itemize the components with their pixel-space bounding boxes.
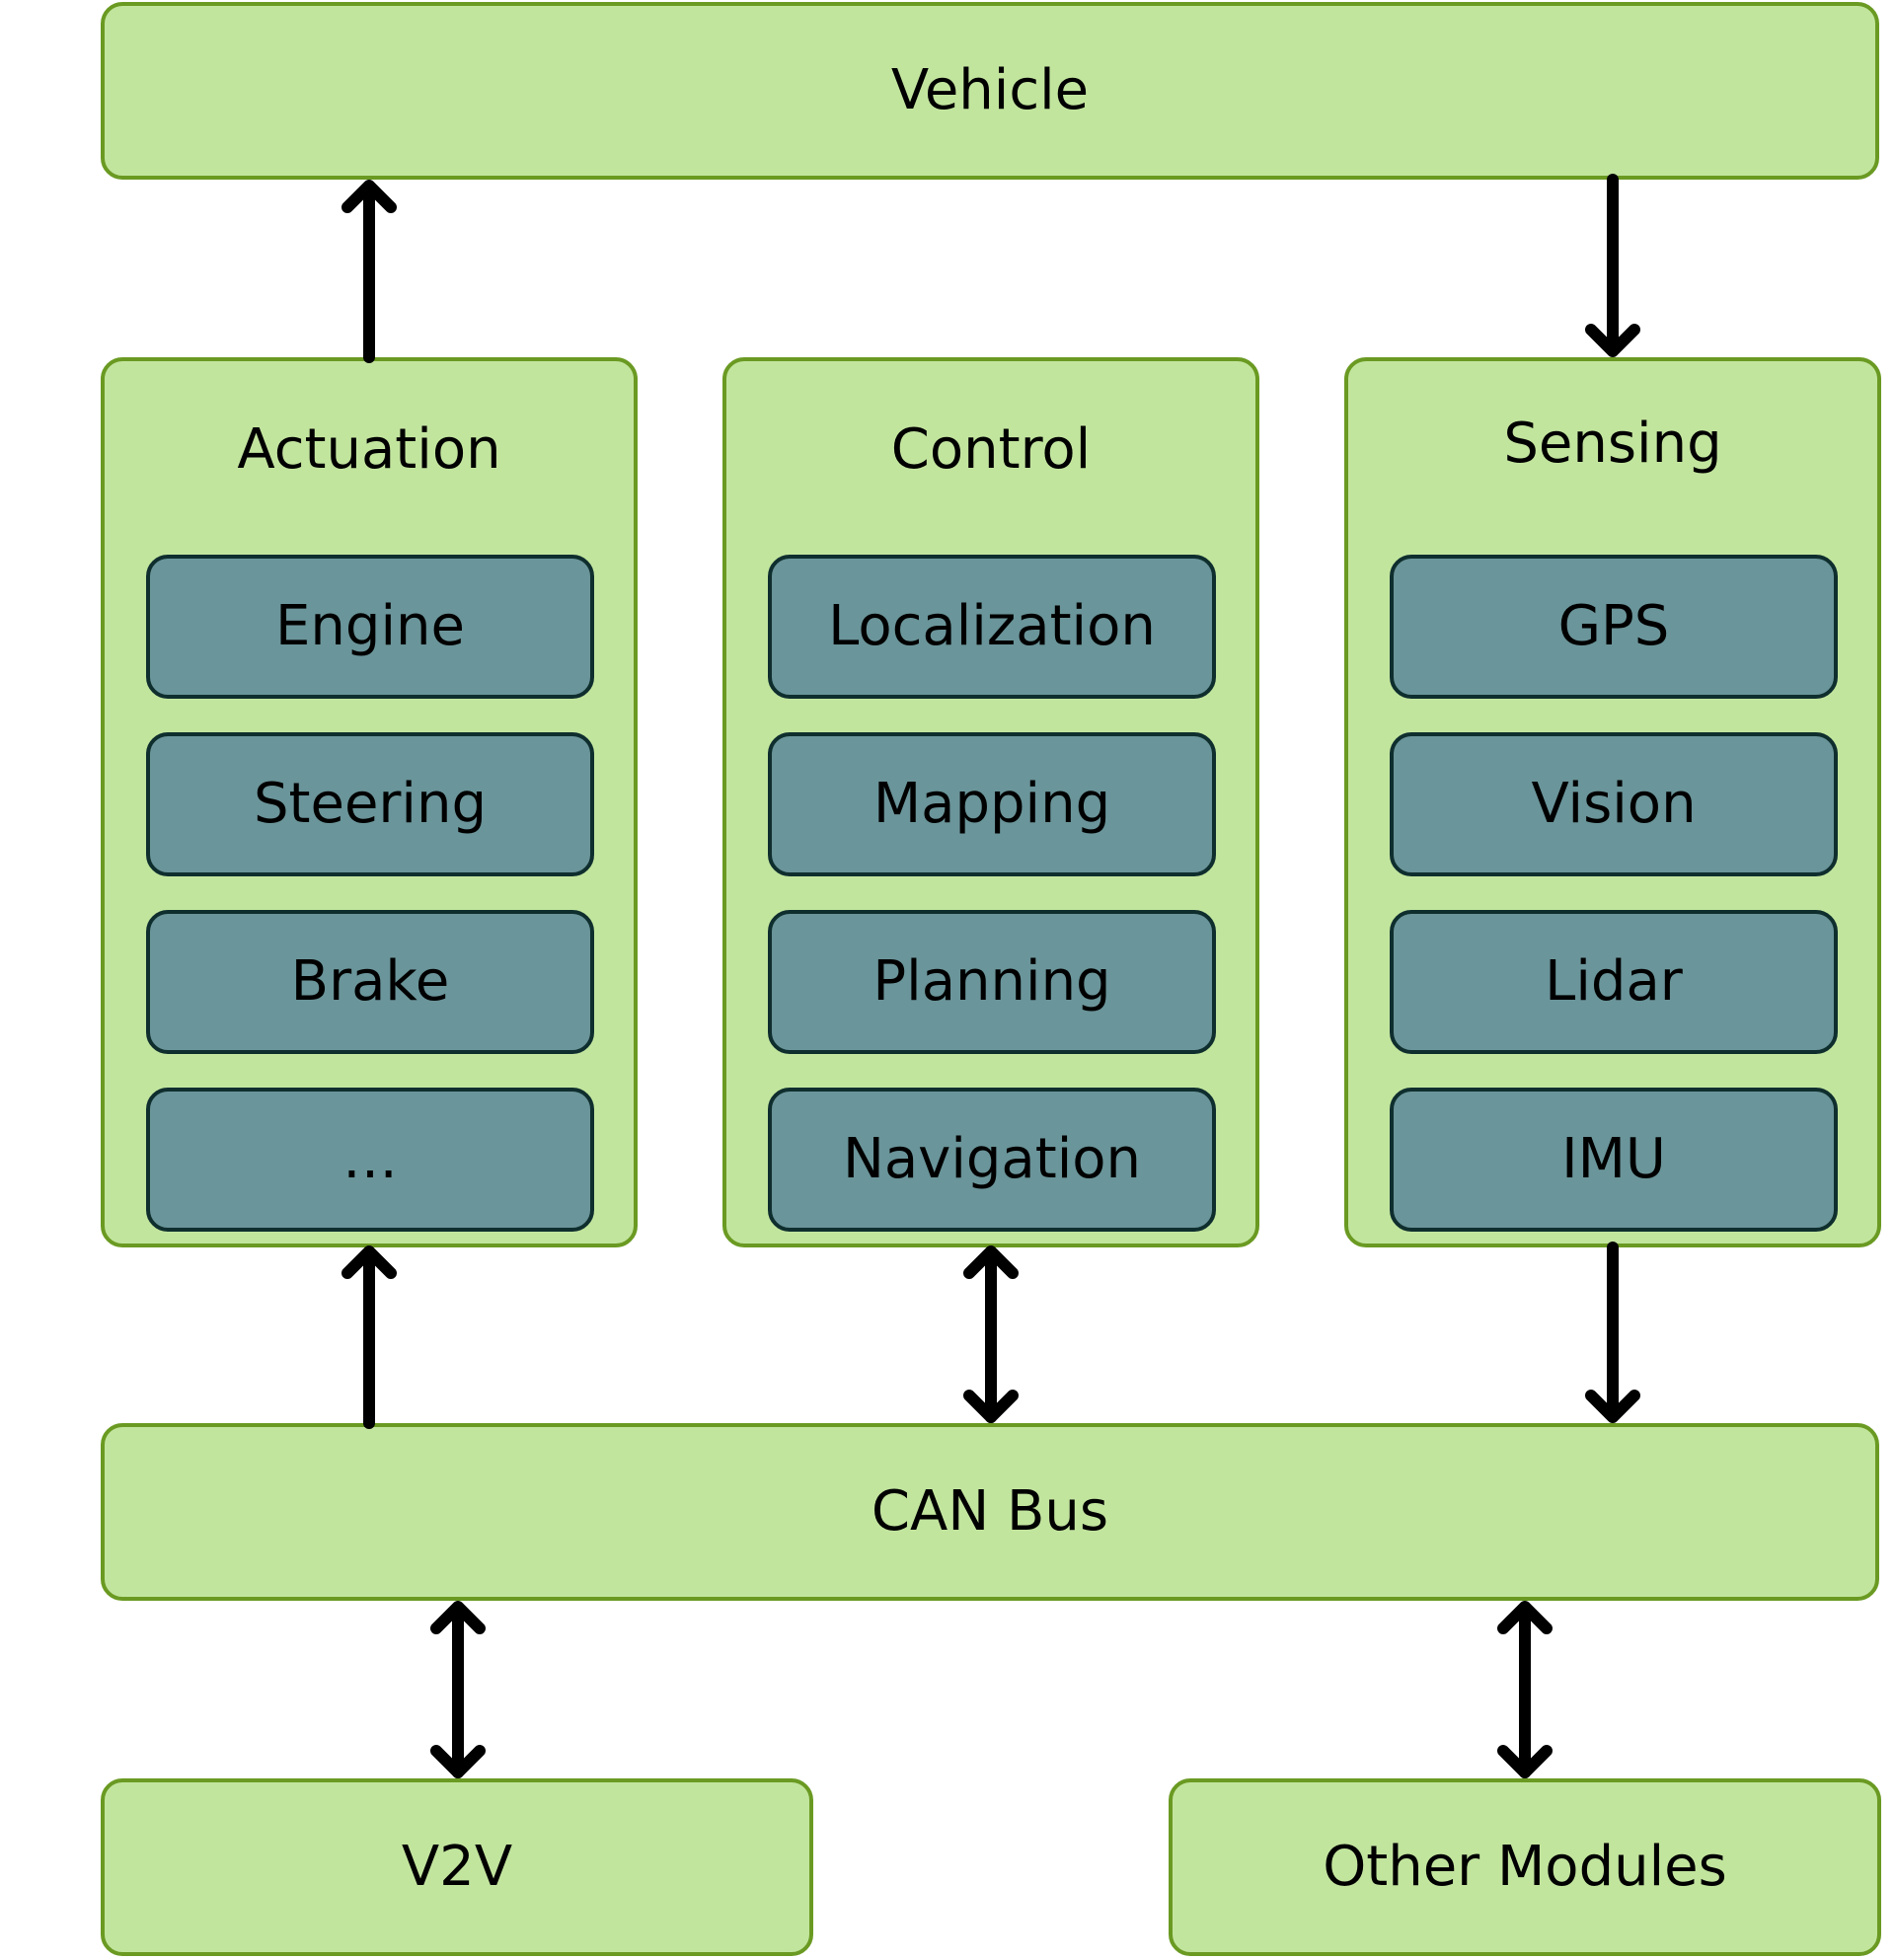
vehicle-label: Vehicle <box>890 58 1090 122</box>
imu-label: IMU <box>1561 1127 1666 1191</box>
vehicle-box: Vehicle <box>101 2 1879 180</box>
planning-module: Planning <box>768 910 1216 1054</box>
other-modules-label: Other Modules <box>1323 1835 1727 1899</box>
vision-label: Vision <box>1531 772 1697 836</box>
control-group: Control Localization Mapping Planning Na… <box>722 357 1259 1247</box>
gps-label: GPS <box>1557 594 1670 658</box>
gps-module: GPS <box>1390 555 1838 699</box>
imu-module: IMU <box>1390 1088 1838 1232</box>
arrow-vehicle-to-sensing <box>1585 174 1640 357</box>
arrow-control-canbus <box>963 1245 1019 1423</box>
arrow-canbus-v2v <box>430 1601 486 1778</box>
localization-module: Localization <box>768 555 1216 699</box>
mapping-label: Mapping <box>872 772 1111 836</box>
can-bus-label: CAN Bus <box>871 1479 1109 1544</box>
more-actuators-label: … <box>342 1127 398 1191</box>
engine-label: Engine <box>275 594 465 658</box>
mapping-module: Mapping <box>768 732 1216 876</box>
actuation-group: Actuation Engine Steering Brake … <box>101 357 638 1247</box>
steering-module: Steering <box>146 732 594 876</box>
planning-label: Planning <box>872 949 1111 1014</box>
can-bus-box: CAN Bus <box>101 1423 1879 1601</box>
arrow-actuation-to-vehicle <box>341 180 397 363</box>
arrow-sensing-to-canbus <box>1585 1242 1640 1423</box>
v2v-label: V2V <box>401 1835 513 1899</box>
arrow-canbus-to-actuation <box>341 1245 397 1429</box>
v2v-box: V2V <box>101 1778 813 1956</box>
sensing-title: Sensing <box>1503 412 1722 476</box>
steering-label: Steering <box>253 772 488 836</box>
sensing-group: Sensing GPS Vision Lidar IMU <box>1344 357 1881 1247</box>
localization-label: Localization <box>828 594 1156 658</box>
navigation-module: Navigation <box>768 1088 1216 1232</box>
arrow-canbus-other-modules <box>1497 1601 1553 1778</box>
other-modules-box: Other Modules <box>1169 1778 1881 1956</box>
more-actuators-module: … <box>146 1088 594 1232</box>
engine-module: Engine <box>146 555 594 699</box>
lidar-module: Lidar <box>1390 910 1838 1054</box>
actuation-title: Actuation <box>237 417 501 482</box>
brake-module: Brake <box>146 910 594 1054</box>
lidar-label: Lidar <box>1545 949 1683 1014</box>
navigation-label: Navigation <box>842 1127 1142 1191</box>
control-title: Control <box>890 417 1092 482</box>
brake-label: Brake <box>290 949 450 1014</box>
vision-module: Vision <box>1390 732 1838 876</box>
